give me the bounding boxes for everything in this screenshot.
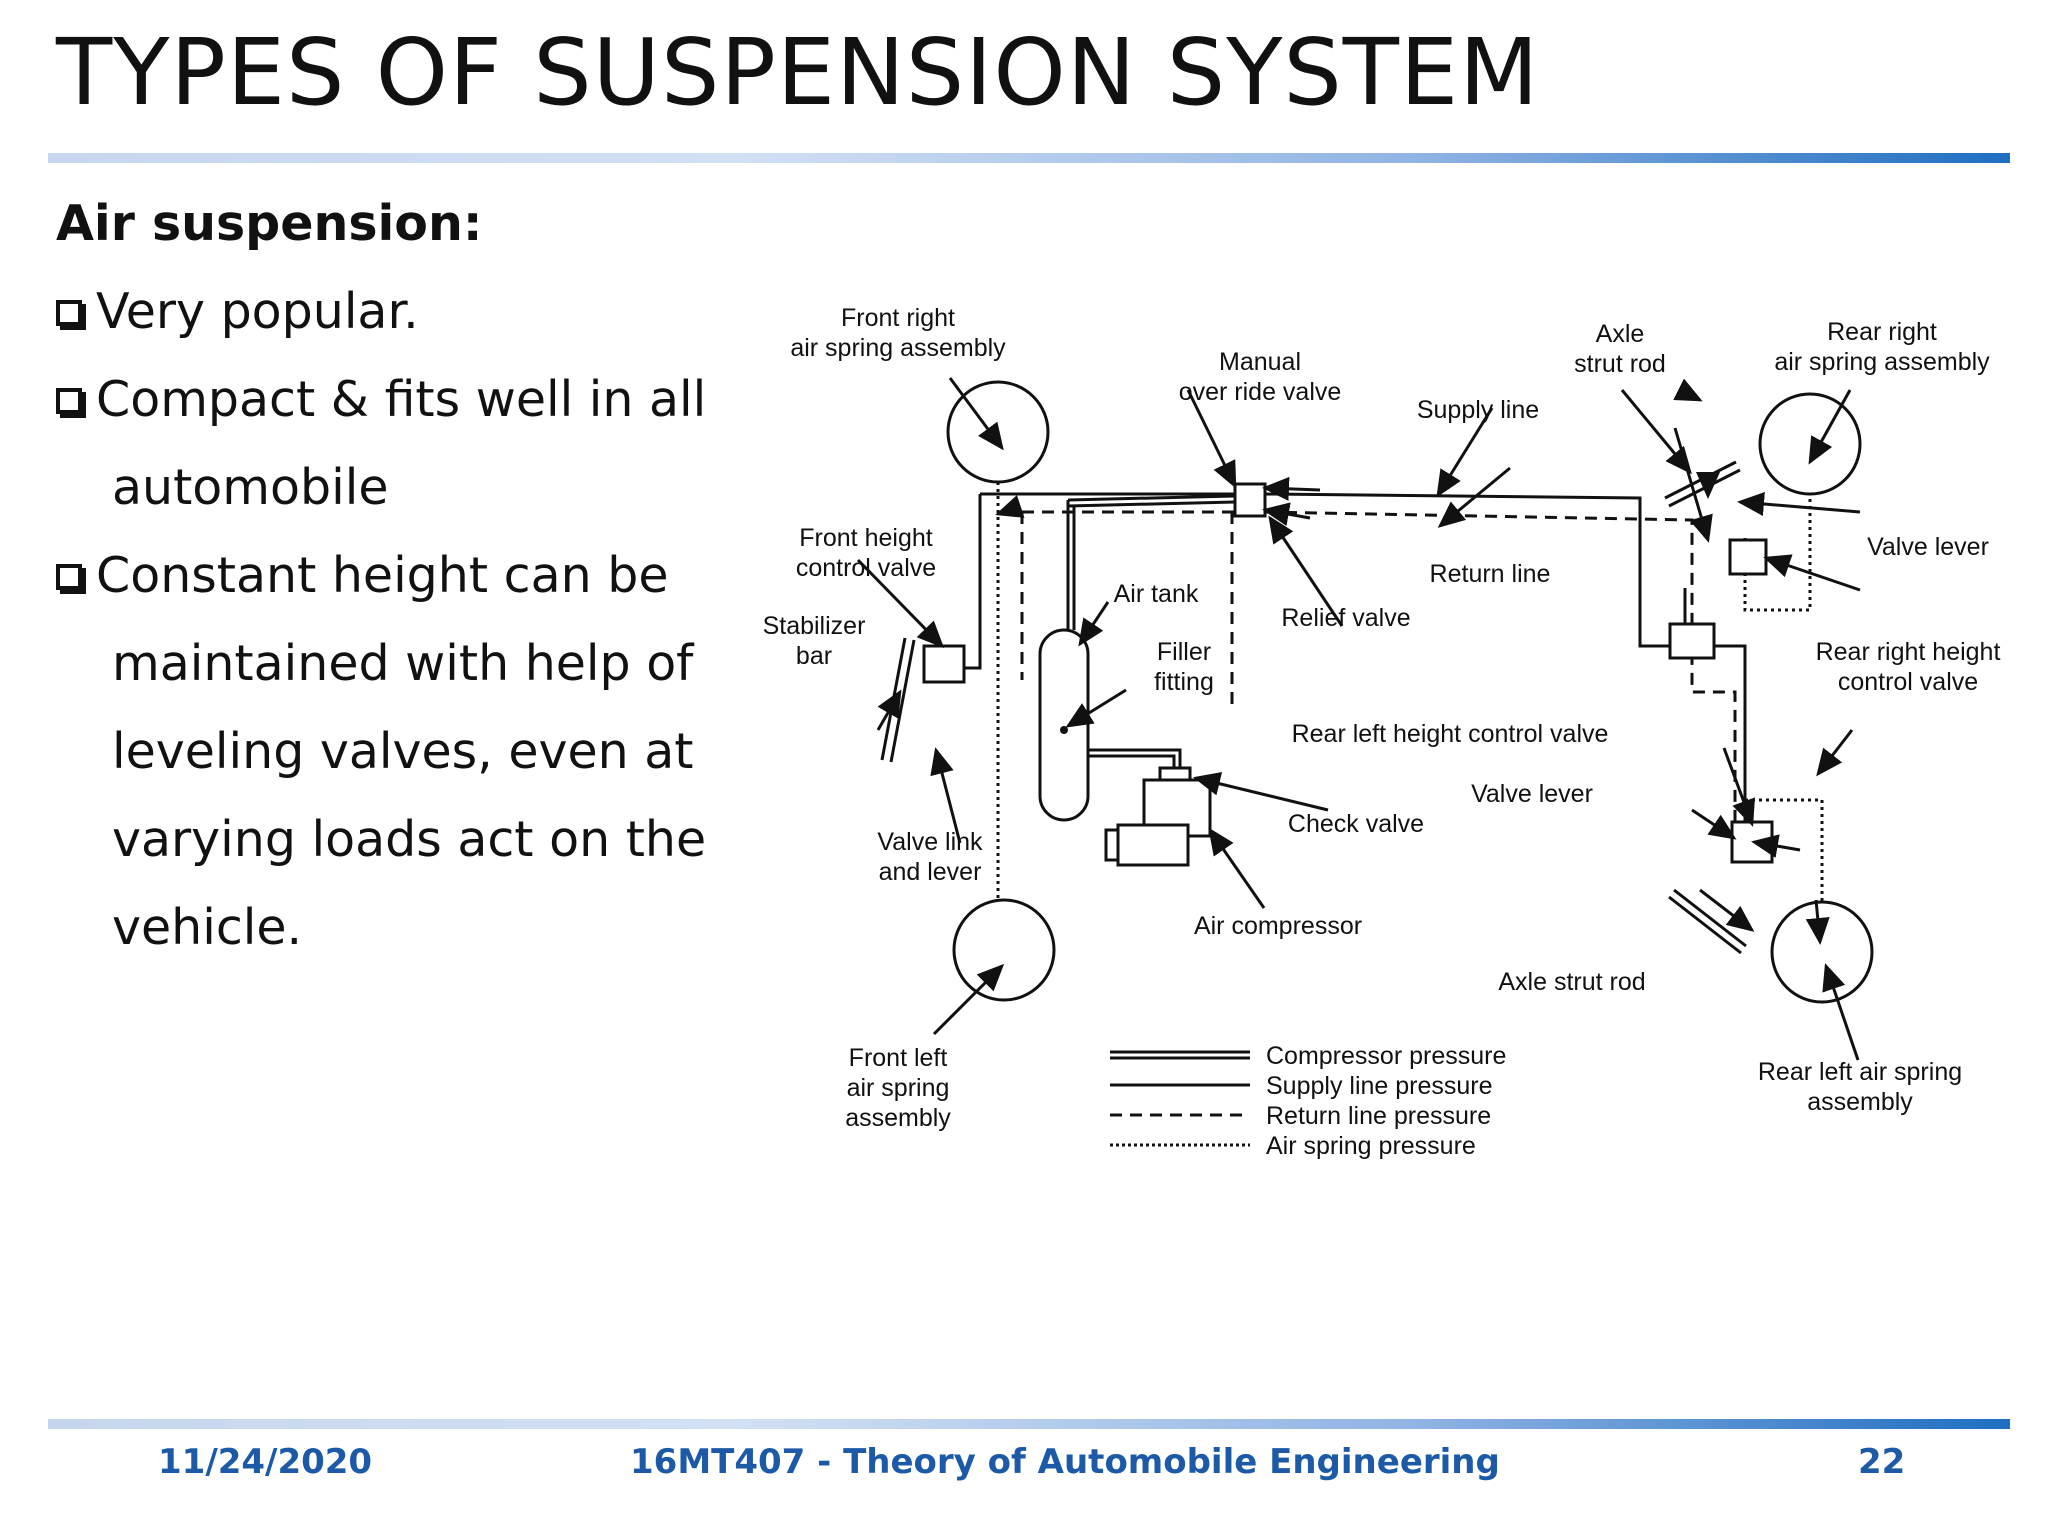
label-supply-line: Supply line	[1417, 396, 1539, 424]
legend-label: Air spring pressure	[1266, 1132, 1476, 1160]
legend-compressor-line	[1110, 1050, 1250, 1060]
rear-left-height-control-valve	[1730, 820, 1774, 864]
rear-left-air-spring	[1770, 900, 1874, 1004]
label-return-line: Return line	[1430, 560, 1551, 588]
legend-label: Compressor pressure	[1266, 1042, 1506, 1070]
legend-label: Supply line pressure	[1266, 1072, 1493, 1100]
footer-date: 11/24/2020	[158, 1442, 373, 1482]
checkbox-bullet-icon	[56, 564, 82, 590]
bullet-item: Constant height can be maintained with h…	[56, 532, 716, 972]
compressor-motor	[1116, 823, 1190, 867]
front-height-control-valve	[922, 644, 966, 684]
legend-label: Return line pressure	[1266, 1102, 1491, 1130]
rear-right-valve-block	[1668, 622, 1716, 660]
footer-course: 16MT407 - Theory of Automobile Engineeri…	[630, 1442, 1500, 1482]
front-left-air-spring	[952, 898, 1056, 1002]
checkbox-bullet-icon	[56, 300, 82, 326]
compressor-pulley	[1104, 828, 1120, 862]
page-number: 22	[1858, 1442, 1906, 1482]
label-check-valve: Check valve	[1288, 810, 1424, 838]
bullet-item: Very popular.	[56, 268, 716, 356]
bullet-text: Compact & fits well in all automobile	[96, 371, 707, 516]
stabilizer-bar	[880, 637, 916, 763]
subheading: Air suspension:	[56, 195, 483, 252]
label-rear-left-height: Rear left height control valve	[1292, 720, 1609, 748]
compressor-pressure-pipes	[1066, 494, 1236, 768]
label-air-tank: Air tank	[1114, 580, 1199, 608]
bullet-text: Very popular.	[96, 283, 419, 340]
label-valve-lever-top: Valve lever	[1867, 533, 1989, 561]
rear-right-air-spring	[1758, 392, 1862, 496]
bullet-text: Constant height can be maintained with h…	[96, 547, 707, 956]
diagram-legend: Compressor pressure Supply line pressure…	[1110, 1042, 1506, 1160]
checkbox-bullet-icon	[56, 388, 82, 414]
title-divider	[48, 153, 2010, 163]
component-leaders	[856, 515, 1860, 1061]
label-air-compressor: Air compressor	[1194, 912, 1362, 940]
manual-override-valve	[1233, 482, 1267, 518]
label-relief-valve: Relief valve	[1281, 604, 1410, 632]
footer-divider	[48, 1419, 2010, 1429]
slide-title: TYPES OF SUSPENSION SYSTEM	[56, 19, 1540, 126]
axle-strut-rod-bottom	[1668, 888, 1747, 955]
air-tank	[1038, 628, 1090, 822]
axle-strut-rod-top	[1664, 460, 1741, 508]
return-line-pipes	[1020, 510, 1737, 822]
bullet-list: Air suspension: Very popular. Compact & …	[56, 180, 716, 972]
rear-right-height-control-valve	[1728, 538, 1768, 576]
label-axle-strut-bottom: Axle strut rod	[1498, 968, 1645, 996]
leader-arrows	[948, 377, 1861, 777]
label-valve-lever-bottom: Valve lever	[1471, 780, 1593, 808]
filler-fitting	[1060, 726, 1068, 734]
bullet-item: Compact & fits well in all automobile	[56, 356, 716, 532]
